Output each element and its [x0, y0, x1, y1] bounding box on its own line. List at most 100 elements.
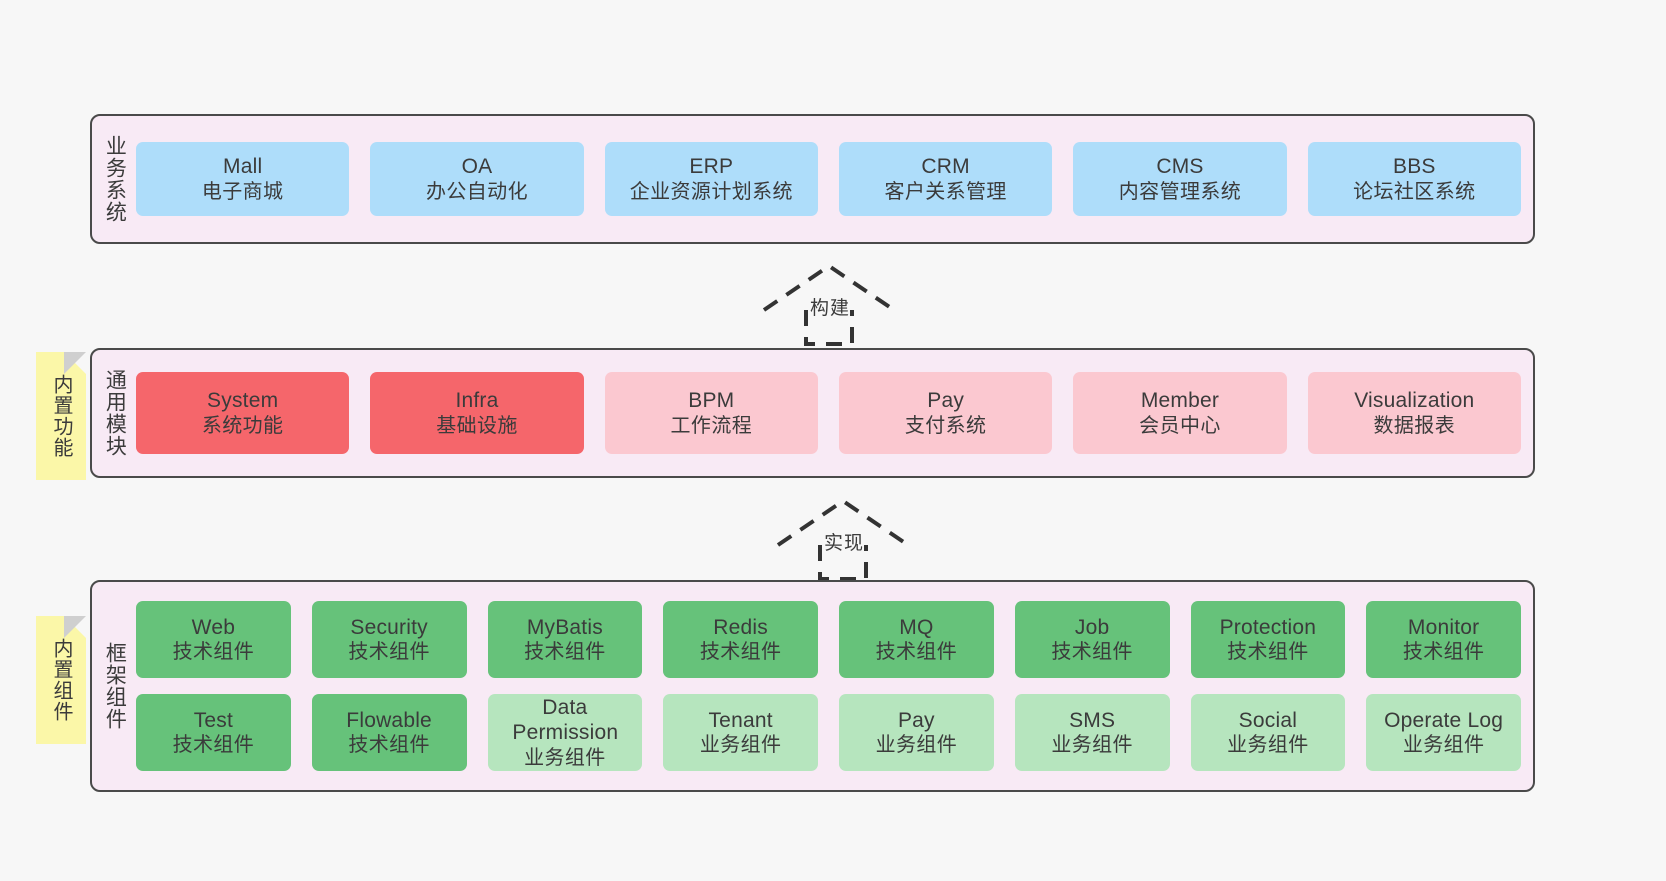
node-oa[interactable]: OA 办公自动化	[370, 142, 584, 216]
node-test[interactable]: Test 技术组件	[136, 694, 291, 771]
node-subtitle: 会员中心	[1139, 414, 1221, 437]
node-title: Pay	[927, 389, 965, 412]
node-subtitle: 支付系统	[904, 414, 987, 437]
node-sms[interactable]: SMS 业务组件	[1014, 694, 1170, 771]
node-cms[interactable]: CMS 内容管理系统	[1073, 142, 1287, 216]
note-builtin-function: 内置功能	[36, 352, 86, 480]
node-row: Web 技术组件 Security 技术组件 MyBatis 技术组件 Redi…	[136, 601, 1521, 678]
node-title: Social	[1238, 708, 1298, 732]
layer-business-system: 业务系统 Mall 电子商城 OA 办公自动化 ERP 企业资源计划系统 CRM…	[90, 114, 1535, 244]
node-row: System 系统功能 Infra 基础设施 BPM 工作流程 Pay 支付系统…	[136, 372, 1521, 454]
node-subtitle: 办公自动化	[425, 180, 528, 203]
node-subtitle: 企业资源计划系统	[629, 180, 793, 203]
layer-body-framework-component: Web 技术组件 Security 技术组件 MyBatis 技术组件 Redi…	[136, 582, 1533, 790]
node-title: OA	[461, 155, 493, 178]
node-title: Flowable	[346, 708, 432, 732]
arrow-implement-label: 实现	[824, 533, 865, 554]
node-title: Web	[191, 615, 236, 639]
layer-framework-component: 框架组件 Web 技术组件 Security 技术组件 MyBatis 技术组件…	[90, 580, 1535, 792]
node-title: Redis	[713, 615, 768, 639]
node-tenant[interactable]: Tenant 业务组件	[663, 694, 818, 771]
node-title: Operate Log	[1384, 708, 1504, 732]
node-bbs[interactable]: BBS 论坛社区系统	[1307, 142, 1521, 216]
node-web[interactable]: Web 技术组件	[136, 601, 291, 678]
node-crm[interactable]: CRM 客户关系管理	[838, 142, 1053, 216]
node-visualization[interactable]: Visualization 数据报表	[1307, 372, 1521, 454]
node-subtitle: 技术组件	[524, 641, 606, 664]
node-subtitle: 电子商城	[201, 180, 284, 203]
node-title: ERP	[689, 155, 734, 178]
node-subtitle: 技术组件	[172, 641, 255, 664]
node-title: Visualization	[1354, 389, 1475, 412]
node-title: Protection	[1219, 615, 1317, 639]
node-operate-log[interactable]: Operate Log 业务组件	[1366, 694, 1521, 771]
node-social[interactable]: Social 业务组件	[1190, 694, 1346, 771]
node-subtitle: 技术组件	[348, 734, 430, 757]
node-title: BPM	[688, 389, 735, 412]
node-flowable[interactable]: Flowable 技术组件	[311, 694, 467, 771]
node-subtitle: 客户关系管理	[884, 180, 1007, 203]
node-subtitle: 技术组件	[1051, 641, 1133, 664]
node-pay[interactable]: Pay 支付系统	[838, 372, 1053, 454]
node-subtitle: 工作流程	[670, 414, 753, 437]
node-pay-component[interactable]: Pay 业务组件	[839, 694, 994, 771]
node-subtitle: 业务组件	[1051, 734, 1133, 757]
node-subtitle: 业务组件	[524, 746, 606, 769]
node-erp[interactable]: ERP 企业资源计划系统	[604, 142, 818, 216]
node-subtitle: 业务组件	[875, 734, 958, 757]
node-subtitle: 技术组件	[172, 734, 255, 757]
node-title: CMS	[1156, 155, 1204, 178]
node-title: Job	[1074, 615, 1110, 639]
node-monitor[interactable]: Monitor 技术组件	[1366, 601, 1521, 678]
node-infra[interactable]: Infra 基础设施	[370, 372, 584, 454]
node-mq[interactable]: MQ 技术组件	[839, 601, 994, 678]
node-subtitle: 业务组件	[1227, 734, 1309, 757]
arrow-build-label: 构建	[810, 298, 851, 319]
layer-body-common-module: System 系统功能 Infra 基础设施 BPM 工作流程 Pay 支付系统…	[136, 350, 1533, 476]
layer-title-framework-component: 框架组件	[103, 642, 127, 730]
node-title: Test	[193, 708, 234, 732]
node-job[interactable]: Job 技术组件	[1014, 601, 1170, 678]
node-title: Data Permission	[512, 695, 619, 745]
node-title: CRM	[921, 155, 970, 178]
node-subtitle: 论坛社区系统	[1353, 180, 1476, 203]
node-subtitle: 技术组件	[1402, 641, 1485, 664]
node-subtitle: 技术组件	[348, 641, 430, 664]
note-builtin-component: 内置组件	[36, 616, 86, 744]
node-title: MyBatis	[526, 615, 603, 639]
layer-common-module: 通用模块 System 系统功能 Infra 基础设施 BPM 工作流程 Pay…	[90, 348, 1535, 478]
node-subtitle: 数据报表	[1373, 414, 1456, 437]
node-mybatis[interactable]: MyBatis 技术组件	[487, 601, 643, 678]
node-system[interactable]: System 系统功能	[136, 372, 350, 454]
node-row: Mall 电子商城 OA 办公自动化 ERP 企业资源计划系统 CRM 客户关系…	[136, 142, 1521, 216]
node-subtitle: 业务组件	[1402, 734, 1485, 757]
layer-title-common-module: 通用模块	[103, 369, 127, 457]
node-title: Infra	[455, 389, 499, 412]
node-data-permission[interactable]: Data Permission 业务组件	[487, 694, 643, 771]
node-title: MQ	[899, 615, 934, 639]
node-title: Member	[1140, 389, 1220, 412]
node-subtitle: 业务组件	[699, 734, 782, 757]
node-subtitle: 技术组件	[875, 641, 958, 664]
node-subtitle: 技术组件	[699, 641, 782, 664]
node-mall[interactable]: Mall 电子商城	[136, 142, 350, 216]
node-title: BBS	[1392, 155, 1436, 178]
node-title: Tenant	[708, 708, 773, 732]
node-title: System	[207, 389, 279, 412]
node-subtitle: 技术组件	[1227, 641, 1309, 664]
node-title: Mall	[223, 155, 263, 178]
node-bpm[interactable]: BPM 工作流程	[604, 372, 818, 454]
node-title: Security	[350, 615, 428, 639]
node-protection[interactable]: Protection 技术组件	[1190, 601, 1346, 678]
node-subtitle: 系统功能	[201, 414, 284, 437]
node-subtitle: 基础设施	[436, 414, 518, 437]
layer-body-business-system: Mall 电子商城 OA 办公自动化 ERP 企业资源计划系统 CRM 客户关系…	[136, 116, 1533, 242]
node-subtitle: 内容管理系统	[1118, 180, 1242, 203]
layer-title-business-system: 业务系统	[103, 135, 127, 223]
node-redis[interactable]: Redis 技术组件	[663, 601, 818, 678]
node-title: Pay	[897, 708, 935, 732]
node-security[interactable]: Security 技术组件	[311, 601, 467, 678]
node-row: Test 技术组件 Flowable 技术组件 Data Permission …	[136, 694, 1521, 771]
node-member[interactable]: Member 会员中心	[1073, 372, 1287, 454]
